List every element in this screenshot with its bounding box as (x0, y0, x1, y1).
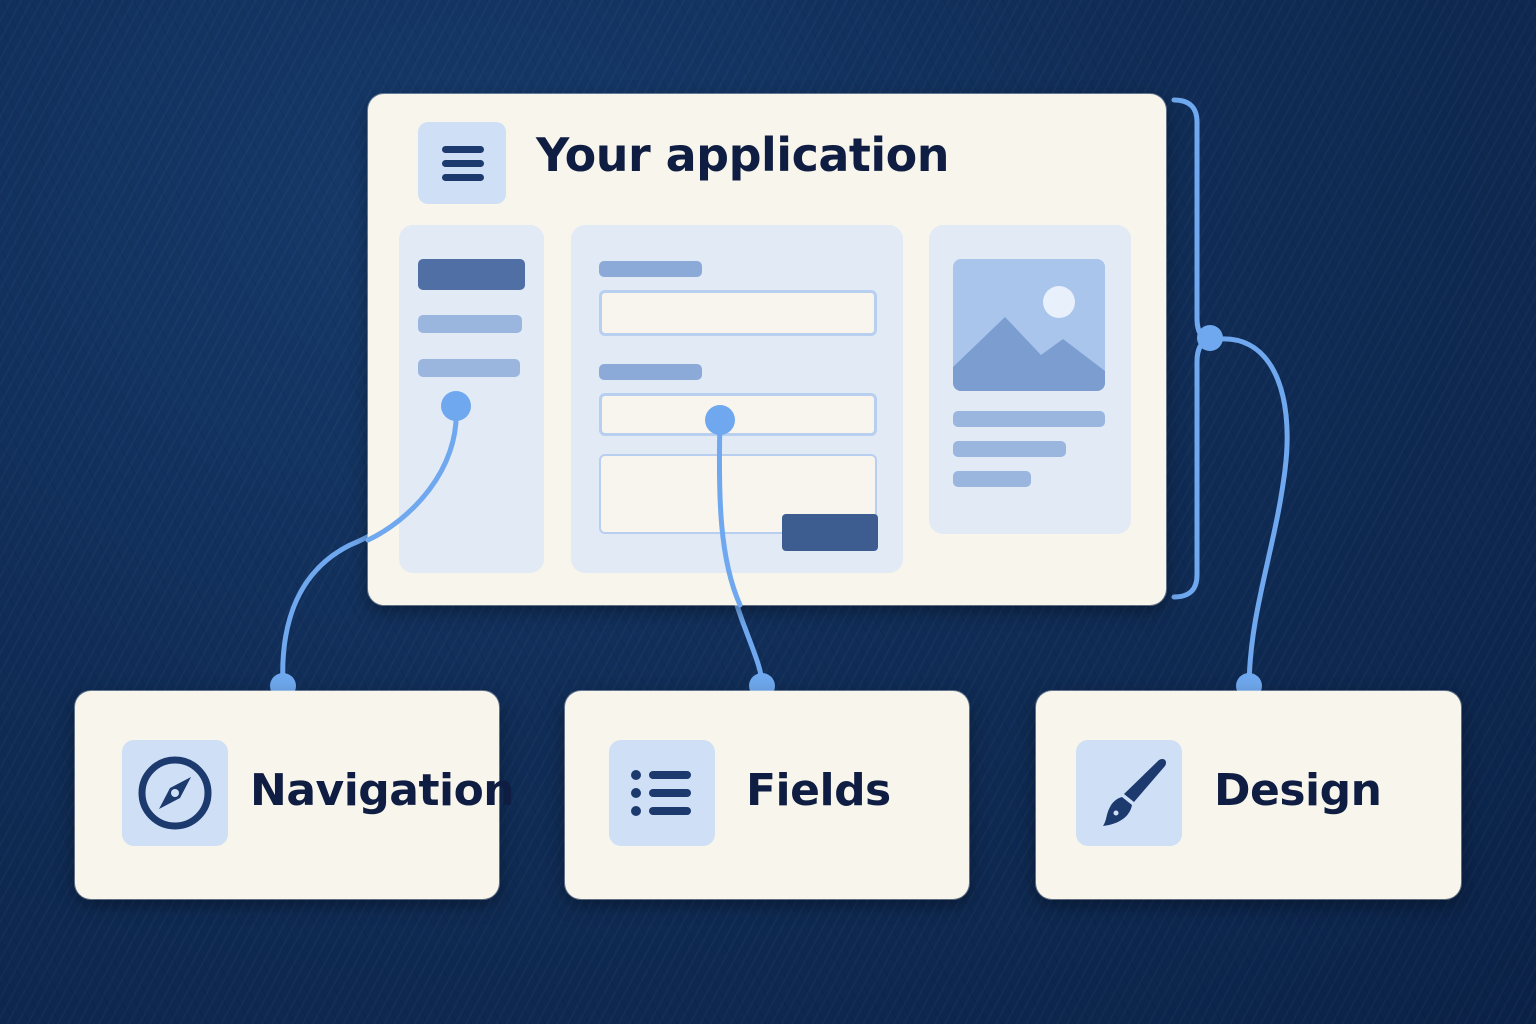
text-input[interactable] (599, 393, 877, 436)
field-label-placeholder (599, 261, 702, 277)
nav-item[interactable] (418, 359, 520, 377)
image-placeholder-icon (953, 259, 1105, 391)
list-icon (609, 740, 715, 846)
nav-item[interactable] (418, 315, 522, 333)
app-window: Your application (368, 94, 1166, 605)
connector-design (1209, 336, 1290, 689)
connector-dot-bracket (1197, 325, 1223, 351)
app-title: Your application (536, 128, 950, 182)
text-input[interactable] (599, 290, 877, 336)
text-line (953, 441, 1066, 457)
text-line (953, 411, 1105, 427)
form-panel (571, 225, 903, 573)
nav-panel (399, 225, 544, 573)
menu-icon (418, 122, 506, 204)
feature-card-navigation[interactable]: Navigation (75, 691, 515, 899)
text-line (953, 471, 1031, 487)
media-panel (929, 225, 1131, 534)
feature-label: Fields (746, 765, 891, 816)
nav-item-active[interactable] (418, 259, 525, 290)
feature-card-design[interactable]: Design (1036, 691, 1461, 899)
feature-label: Design (1214, 765, 1382, 816)
compass-icon (122, 740, 228, 846)
submit-button[interactable] (782, 514, 878, 551)
paintbrush-icon (1076, 740, 1182, 846)
feature-card-fields[interactable]: Fields (565, 691, 969, 899)
feature-label: Navigation (250, 765, 515, 816)
field-label-placeholder (599, 364, 702, 380)
